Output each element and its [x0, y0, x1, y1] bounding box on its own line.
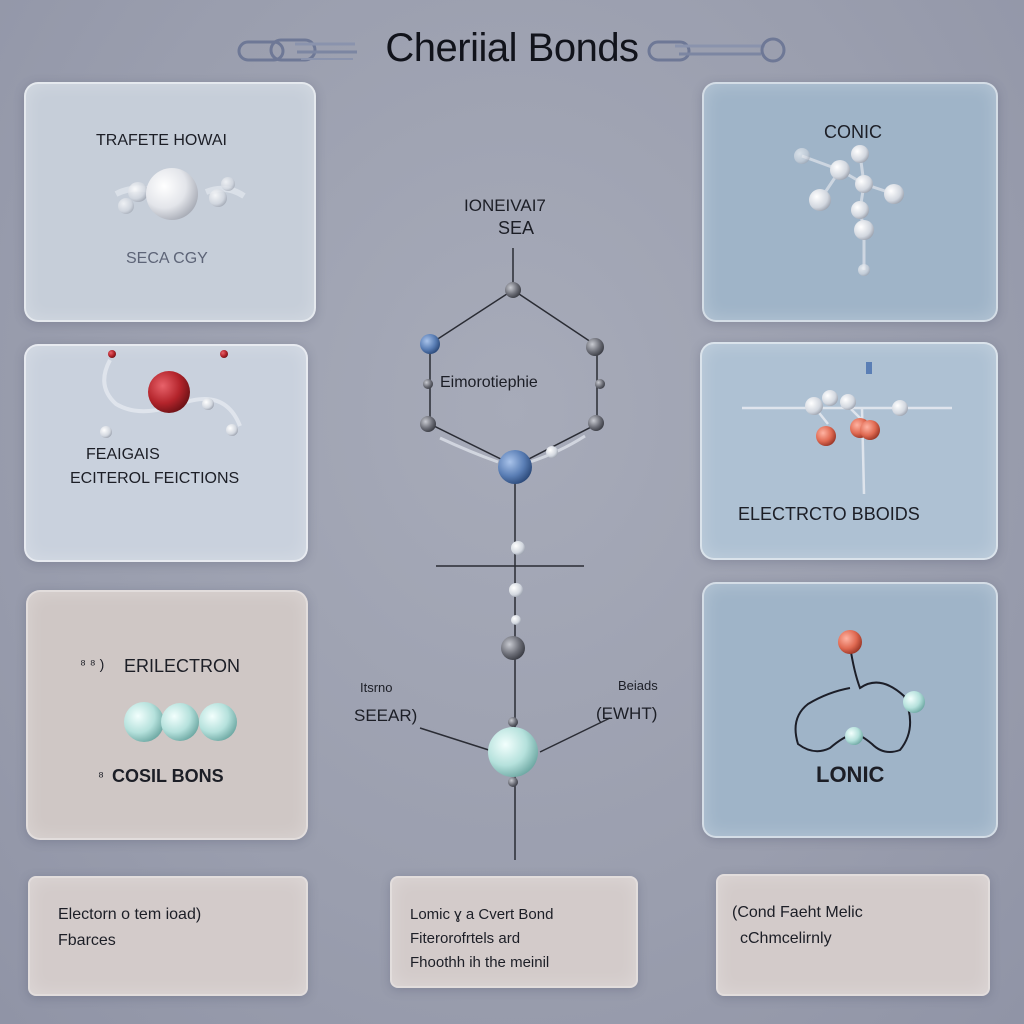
right-chain-ornament — [647, 37, 786, 63]
note-left-line-1: Electorn o tem ioad) — [58, 906, 202, 923]
orange-molecule-illustration — [742, 362, 952, 495]
card-bottom-left-prefix2: ⁸ — [98, 768, 104, 784]
note-left-line-2: Fbarces — [58, 932, 116, 949]
note-middle-line-2: Fiterorofrtels ard — [410, 930, 521, 947]
title-banner: Cheriial Bonds — [0, 22, 1024, 78]
ring-molecule-illustration — [794, 145, 904, 276]
card-bottom-right-title: LONIC — [816, 762, 885, 787]
center-right-small-label: Beiads — [618, 678, 658, 693]
center-left-big-label: SEEAR) — [354, 706, 418, 725]
card-top-left: TRAFETE HOWAI SECA CGY — [24, 82, 316, 322]
note-right: (Cond Faeht Melic cChmcelirnly — [716, 874, 990, 996]
card-mid-left-title: FEAIGAIS — [86, 446, 160, 463]
teal-molecule-illustration — [124, 702, 237, 742]
red-atom-illustration — [100, 350, 242, 438]
card-bottom-left-title: ERILECTRON — [124, 656, 241, 676]
card-bottom-left: ⁸ ⁸ ) ERILECTRON ⁸ COSIL BONS — [26, 590, 308, 840]
page-title: Cheriial Bonds — [385, 26, 639, 70]
left-chain-ornament — [237, 38, 357, 62]
card-top-left-title: TRAFETE HOWAI — [96, 132, 227, 149]
note-right-line-1: (Cond Faeht Melic — [732, 904, 863, 921]
card-mid-left: FEAIGAIS ECITEROL FEICTIONS — [24, 344, 308, 562]
note-middle-line-1: Lomic ɣ a Cvert Bond — [410, 906, 554, 923]
card-bottom-right: LONIC — [702, 582, 998, 838]
molecule-illustration — [114, 168, 246, 220]
center-right-big-label: (EWHT) — [596, 704, 658, 723]
center-top-label-1: IONEIVAI7 — [464, 196, 546, 215]
card-mid-right-title: ELECTRCTO BBOIDS — [738, 504, 920, 524]
note-left: Electorn o tem ioad) Fbarces — [28, 876, 308, 996]
card-bottom-left-subtitle: COSIL BONS — [112, 766, 224, 786]
center-left-small-label: Itsrno — [360, 680, 393, 695]
note-middle-line-3: Fhoothh ih the meinil — [410, 954, 550, 971]
card-bottom-left-prefix: ⁸ ⁸ ) — [80, 656, 105, 672]
center-ring-label: Eimorotiephie — [440, 374, 538, 391]
card-mid-right: ELECTRCTO BBOIDS — [700, 342, 998, 560]
note-middle: Lomic ɣ a Cvert Bond Fiterorofrtels ard … — [390, 876, 638, 988]
card-top-right: CONIC — [702, 82, 998, 322]
center-top-label-2: SEA — [498, 218, 535, 238]
card-top-right-title: CONIC — [824, 122, 882, 142]
card-top-left-subtitle: SECA CGY — [126, 250, 208, 267]
lonic-molecule-illustration — [794, 630, 925, 753]
card-mid-left-subtitle: ECITEROL FEICTIONS — [70, 470, 240, 487]
note-right-line-2: cChmcelirnly — [740, 930, 832, 947]
